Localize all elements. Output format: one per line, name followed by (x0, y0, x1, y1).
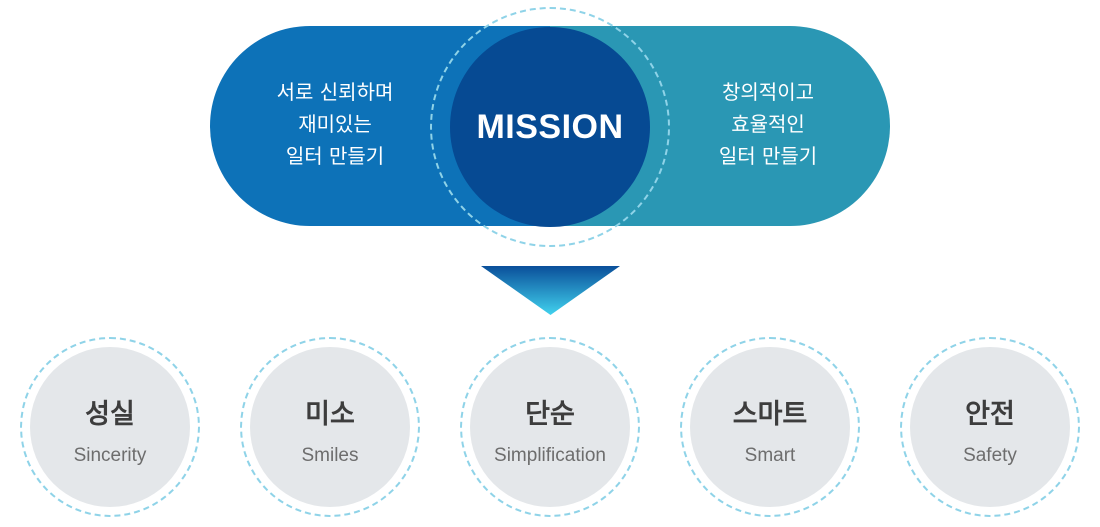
left-line-3: 일터 만들기 (285, 144, 385, 168)
value-dashed-ring (680, 337, 860, 517)
value-safety: 안전 Safety (900, 337, 1080, 517)
value-korean-label: 스마트 (732, 398, 808, 430)
value-disc: 안전 Safety (910, 347, 1070, 507)
right-line-3: 일터 만들기 (718, 144, 818, 168)
value-korean-label: 안전 (965, 398, 1015, 430)
down-arrow-icon (481, 266, 620, 315)
value-dashed-ring (240, 337, 420, 517)
value-smart: 스마트 Smart (680, 337, 860, 517)
value-english-label: Safety (963, 444, 1017, 466)
value-english-label: Smiles (301, 444, 359, 466)
left-line-2: 재미있는 (298, 112, 372, 136)
value-simplification: 단순 Simplification (460, 337, 640, 517)
value-english-label: Smart (744, 444, 796, 466)
value-korean-label: 미소 (305, 398, 355, 430)
value-disc: 단순 Simplification (470, 347, 630, 507)
value-disc: 성실 Sincerity (30, 347, 190, 507)
value-dashed-ring (20, 337, 200, 517)
value-sincerity: 성실 Sincerity (20, 337, 200, 517)
value-dashed-ring (900, 337, 1080, 517)
mission-title: MISSION (476, 107, 624, 146)
left-line-1: 서로 신뢰하며 (276, 80, 394, 104)
mission-circle: MISSION (450, 27, 650, 227)
left-mission-text: 서로 신뢰하며 재미있는 일터 만들기 (250, 76, 420, 172)
mission-dashed-ring (430, 7, 670, 247)
right-line-1: 창의적이고 (722, 80, 814, 104)
value-disc: 스마트 Smart (690, 347, 850, 507)
right-line-2: 효율적인 (731, 112, 805, 136)
value-korean-label: 단순 (525, 398, 575, 430)
right-mission-text: 창의적이고 효율적인 일터 만들기 (683, 76, 853, 172)
value-english-label: Simplification (494, 444, 606, 466)
value-disc: 미소 Smiles (250, 347, 410, 507)
value-dashed-ring (460, 337, 640, 517)
value-korean-label: 성실 (85, 398, 135, 430)
value-smiles: 미소 Smiles (240, 337, 420, 517)
value-english-label: Sincerity (73, 444, 147, 466)
